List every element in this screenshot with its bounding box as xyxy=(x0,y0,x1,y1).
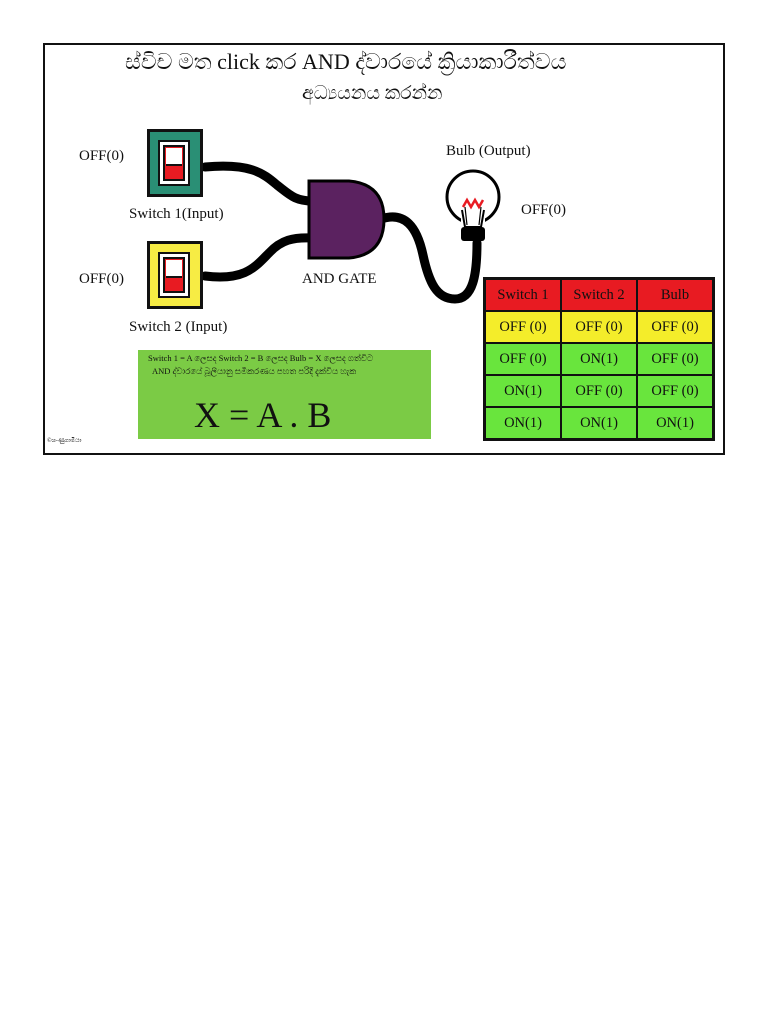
switch1-state-label: OFF(0) xyxy=(79,148,125,164)
header-bulb: Bulb xyxy=(637,279,713,311)
table-row: OFF (0) OFF (0) OFF (0) xyxy=(485,311,713,343)
bulb-label: Bulb (Output) xyxy=(446,143,531,159)
switch2-state-label: OFF(0) xyxy=(79,271,125,287)
table-row: ON(1) OFF (0) OFF (0) xyxy=(485,375,713,407)
table-row: ON(1) ON(1) ON(1) xyxy=(485,407,713,439)
table-cell: OFF (0) xyxy=(561,311,637,343)
equation-note: Switch 1 = A ලෙසද Switch 2 = B ලෙසද Bulb… xyxy=(148,352,428,378)
bulb-icon xyxy=(445,169,501,241)
wire-switch1-gate xyxy=(200,161,318,206)
switch2-toggle[interactable] xyxy=(147,241,203,309)
and-gate-label: AND GATE xyxy=(302,271,377,287)
table-cell: ON(1) xyxy=(561,343,637,375)
table-cell: OFF (0) xyxy=(637,311,713,343)
bulb-state-label: OFF(0) xyxy=(521,202,567,218)
switch1-toggle[interactable] xyxy=(147,129,203,197)
switch1-label: Switch 1(Input) xyxy=(129,206,224,222)
table-cell: OFF (0) xyxy=(561,375,637,407)
table-cell: ON(1) xyxy=(561,407,637,439)
table-cell: ON(1) xyxy=(485,407,561,439)
table-cell: ON(1) xyxy=(485,375,561,407)
diagram-frame: ස්විච මත click කර AND ද්වාරයේ ක්‍රියාකාර… xyxy=(43,43,725,455)
title-line-2: අධ්‍යයනය කරන්න xyxy=(302,83,443,104)
wire-switch2-gate xyxy=(200,233,318,282)
header-switch2: Switch 2 xyxy=(561,279,637,311)
table-cell: OFF (0) xyxy=(485,311,561,343)
copyright-text: ©ශ-ණුගාමියා xyxy=(47,438,82,444)
wire-gate-bulb xyxy=(376,212,482,304)
equation-box: Switch 1 = A ලෙසද Switch 2 = B ලෙසද Bulb… xyxy=(138,350,431,439)
header-switch1: Switch 1 xyxy=(485,279,561,311)
table-cell: ON(1) xyxy=(637,407,713,439)
truth-table-header: Switch 1 Switch 2 Bulb xyxy=(485,279,713,311)
circuit-drawing xyxy=(200,161,501,304)
boolean-formula: X = A . B xyxy=(194,395,332,435)
truth-table: Switch 1 Switch 2 Bulb OFF (0) OFF (0) O… xyxy=(483,277,715,441)
table-cell: OFF (0) xyxy=(485,343,561,375)
table-cell: OFF (0) xyxy=(637,375,713,407)
switch2-label: Switch 2 (Input) xyxy=(129,319,228,335)
table-cell: OFF (0) xyxy=(637,343,713,375)
and-gate-shape xyxy=(307,179,386,260)
equation-note-line-2: AND ද්වාරයේ බූලීයානු සමීකරණය පහත පරිදි ද… xyxy=(152,366,357,376)
table-row: OFF (0) ON(1) OFF (0) xyxy=(485,343,713,375)
equation-note-line-1: Switch 1 = A ලෙසද Switch 2 = B ලෙසද Bulb… xyxy=(148,353,374,363)
title-line-1: ස්විච මත click කර AND ද්වාරයේ ක්‍රියාකාර… xyxy=(125,49,567,74)
